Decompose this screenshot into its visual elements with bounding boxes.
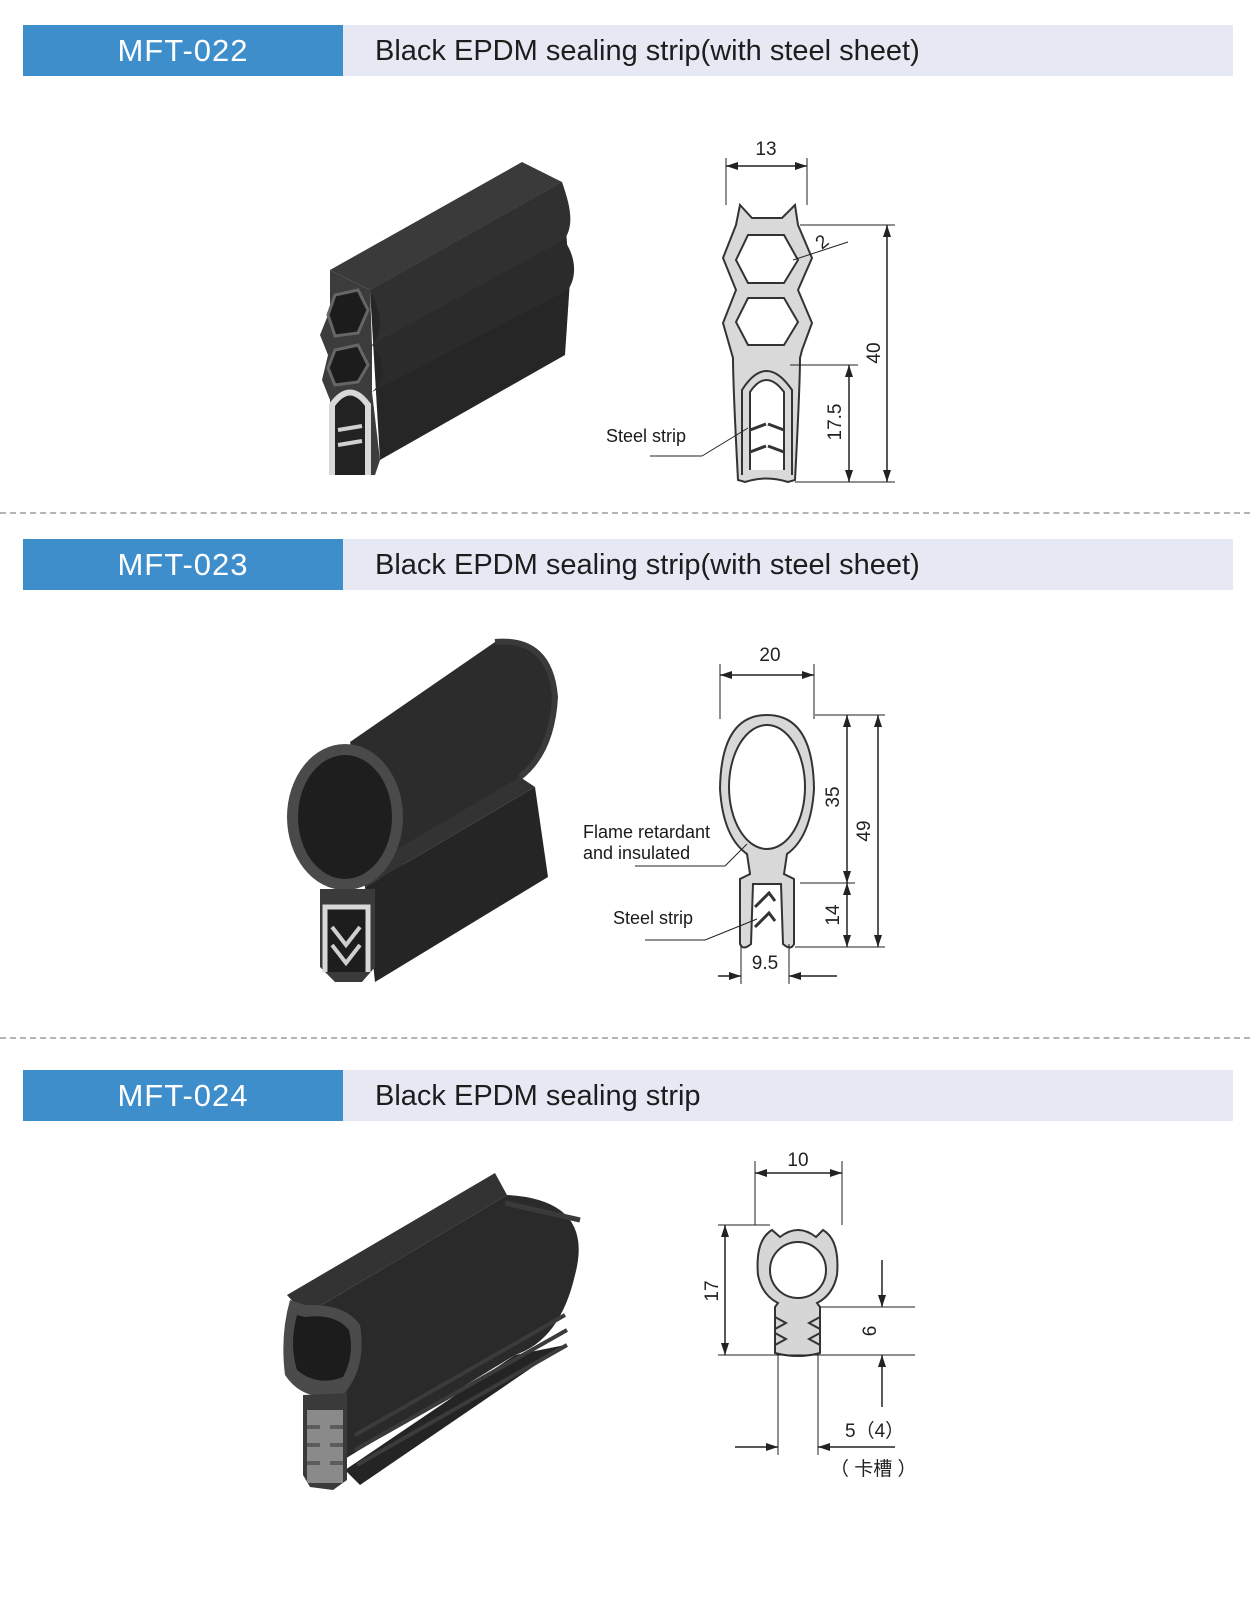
- product-code: MFT-023: [23, 539, 343, 590]
- dim-width: 10: [787, 1150, 808, 1171]
- dim-bulb-height: 35: [823, 786, 844, 807]
- dim-wall: 2: [812, 231, 834, 254]
- dim-width: 20: [759, 645, 780, 666]
- product-photo: [283, 1173, 581, 1490]
- label-steel-strip: Steel strip: [606, 426, 686, 446]
- technical-drawing: 13 2 40 17.5 Steel strip: [606, 139, 895, 484]
- dim-width: 13: [755, 139, 776, 160]
- product-header: MFT-024 Black EPDM sealing strip: [23, 1070, 1233, 1121]
- product-photo: [287, 638, 559, 982]
- dim-fin-height: 6: [860, 1326, 881, 1337]
- dim-height: 40: [864, 342, 885, 363]
- label-flame-retardant: Flame retardant: [583, 822, 710, 842]
- profile-section: [756, 1228, 839, 1357]
- technical-drawing: 10 17 6 5（4） （ 卡槽 ）: [702, 1150, 917, 1480]
- section-divider: [0, 1037, 1250, 1039]
- product-section-mft-022: MFT-022 Black EPDM sealing strip(with st…: [0, 25, 1250, 495]
- profile-end-face: [287, 744, 403, 982]
- label-insulated: and insulated: [583, 843, 690, 863]
- product-title: Black EPDM sealing strip: [375, 1080, 701, 1112]
- label-steel-strip: Steel strip: [613, 908, 693, 928]
- dim-clip-width: 9.5: [752, 953, 778, 974]
- product-section-mft-023: MFT-023 Black EPDM sealing strip(with st…: [0, 539, 1250, 1009]
- product-header: MFT-023 Black EPDM sealing strip(with st…: [23, 539, 1233, 590]
- product-code: MFT-022: [23, 25, 343, 76]
- product-photo: [320, 162, 575, 475]
- product-header: MFT-022 Black EPDM sealing strip(with st…: [23, 25, 1233, 76]
- product-section-mft-024: MFT-024 Black EPDM sealing strip 10: [0, 1070, 1250, 1550]
- dim-groove-note: （ 卡槽 ）: [830, 1458, 917, 1480]
- dim-height: 17: [702, 1280, 723, 1301]
- dim-clip-height: 17.5: [825, 404, 846, 441]
- dim-overall-height: 49: [854, 820, 875, 841]
- dim-groove: 5（4）: [845, 1420, 904, 1442]
- profile-section: [721, 202, 814, 484]
- product-code: MFT-024: [23, 1070, 343, 1121]
- product-title: Black EPDM sealing strip(with steel shee…: [375, 549, 920, 581]
- profile-end-face: [283, 1300, 362, 1490]
- profile-section: [718, 713, 816, 949]
- dim-clip-height: 14: [823, 904, 844, 926]
- profile-end-face: [320, 270, 380, 475]
- product-title: Black EPDM sealing strip(with steel shee…: [375, 35, 920, 67]
- technical-drawing: 20 35 49 14 9.5 Flame retardant and insu…: [583, 645, 885, 984]
- section-divider: [0, 512, 1250, 514]
